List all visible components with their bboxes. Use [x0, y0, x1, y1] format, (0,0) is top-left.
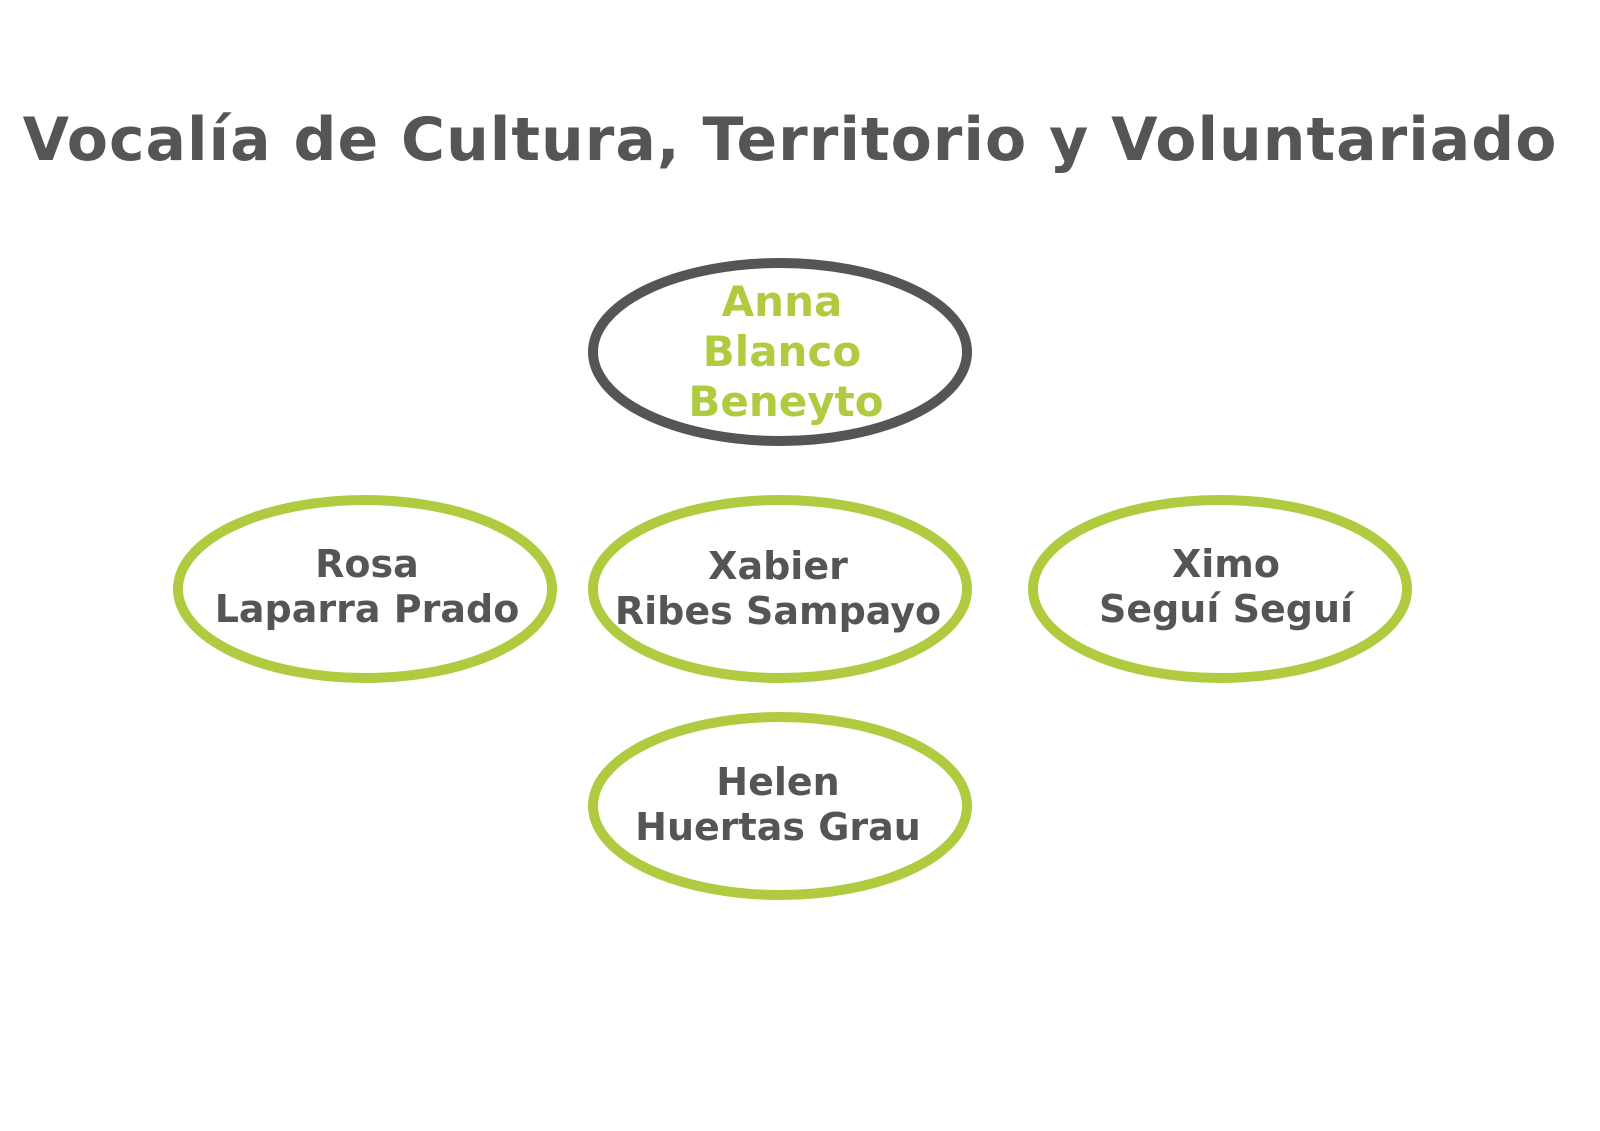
member-last-name: Laparra Prado [214, 587, 520, 631]
head-node-name: Anna Blanco Beneyto [582, 277, 982, 427]
member-node-name: Ximo Seguí Seguí [1026, 542, 1426, 632]
member-last-name: Seguí Seguí [1098, 587, 1354, 631]
member-node-ellipse [173, 495, 557, 683]
member-node-name: Rosa Laparra Prado [167, 542, 567, 632]
member-first-name: Rosa [315, 542, 419, 586]
member-node-ellipse [588, 495, 972, 683]
member-first-name: Helen [716, 760, 840, 804]
head-first-name: Anna [721, 277, 843, 326]
page-title: Vocalía de Cultura, Territorio y Volunta… [22, 105, 1558, 175]
head-surname-2: Beneyto [688, 377, 884, 426]
member-last-name: Huertas Grau [635, 805, 921, 849]
member-node-ellipse [588, 712, 972, 900]
member-node-name: Xabier Ribes Sampayo [578, 544, 978, 634]
head-surname-1: Blanco [702, 327, 862, 376]
member-last-name: Ribes Sampayo [614, 589, 942, 633]
member-first-name: Xabier [708, 544, 848, 588]
member-node-ellipse [1028, 495, 1412, 683]
member-node-name: Helen Huertas Grau [578, 760, 978, 850]
head-node-ellipse [588, 258, 972, 446]
member-first-name: Ximo [1171, 542, 1281, 586]
